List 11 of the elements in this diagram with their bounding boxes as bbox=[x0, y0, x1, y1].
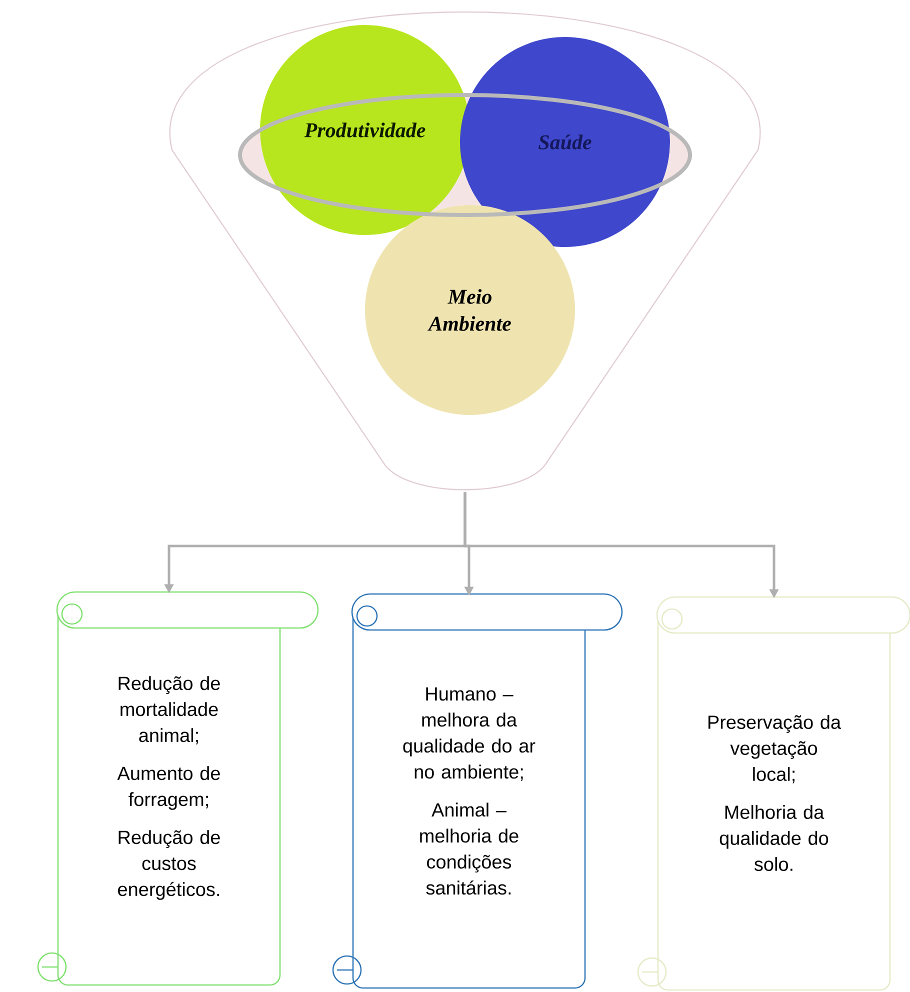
node-label: Redução de custos energéticos. bbox=[118, 830, 220, 900]
scroll-box: Preservação da vegetação local; Melhoria da qualidade do solo. bbox=[637, 596, 910, 991]
node-label: Melhoria da qualidade do solo. bbox=[720, 805, 828, 871]
node-label: Preservação da vegetação local; bbox=[708, 715, 842, 784]
node-label: Animal – melhoria de condições sanitárias. bbox=[420, 802, 518, 895]
node-label: Aumento de forragem; bbox=[117, 766, 220, 810]
node-label: Humano – melhora da qualidade do ar no ambiente; bbox=[403, 687, 536, 781]
node-label: Redução de mortalidade animal; bbox=[118, 676, 220, 744]
scroll-box: Humano – melhora da qualidade do ar no ambiente; Animal – melhoria de condições sanitárias. bbox=[332, 593, 623, 989]
funnel-drawing bbox=[169, 11, 761, 490]
scroll-box: Redução de mortalidade animal; Aumento de forragem; Redução de custos energéticos. bbox=[37, 591, 319, 986]
